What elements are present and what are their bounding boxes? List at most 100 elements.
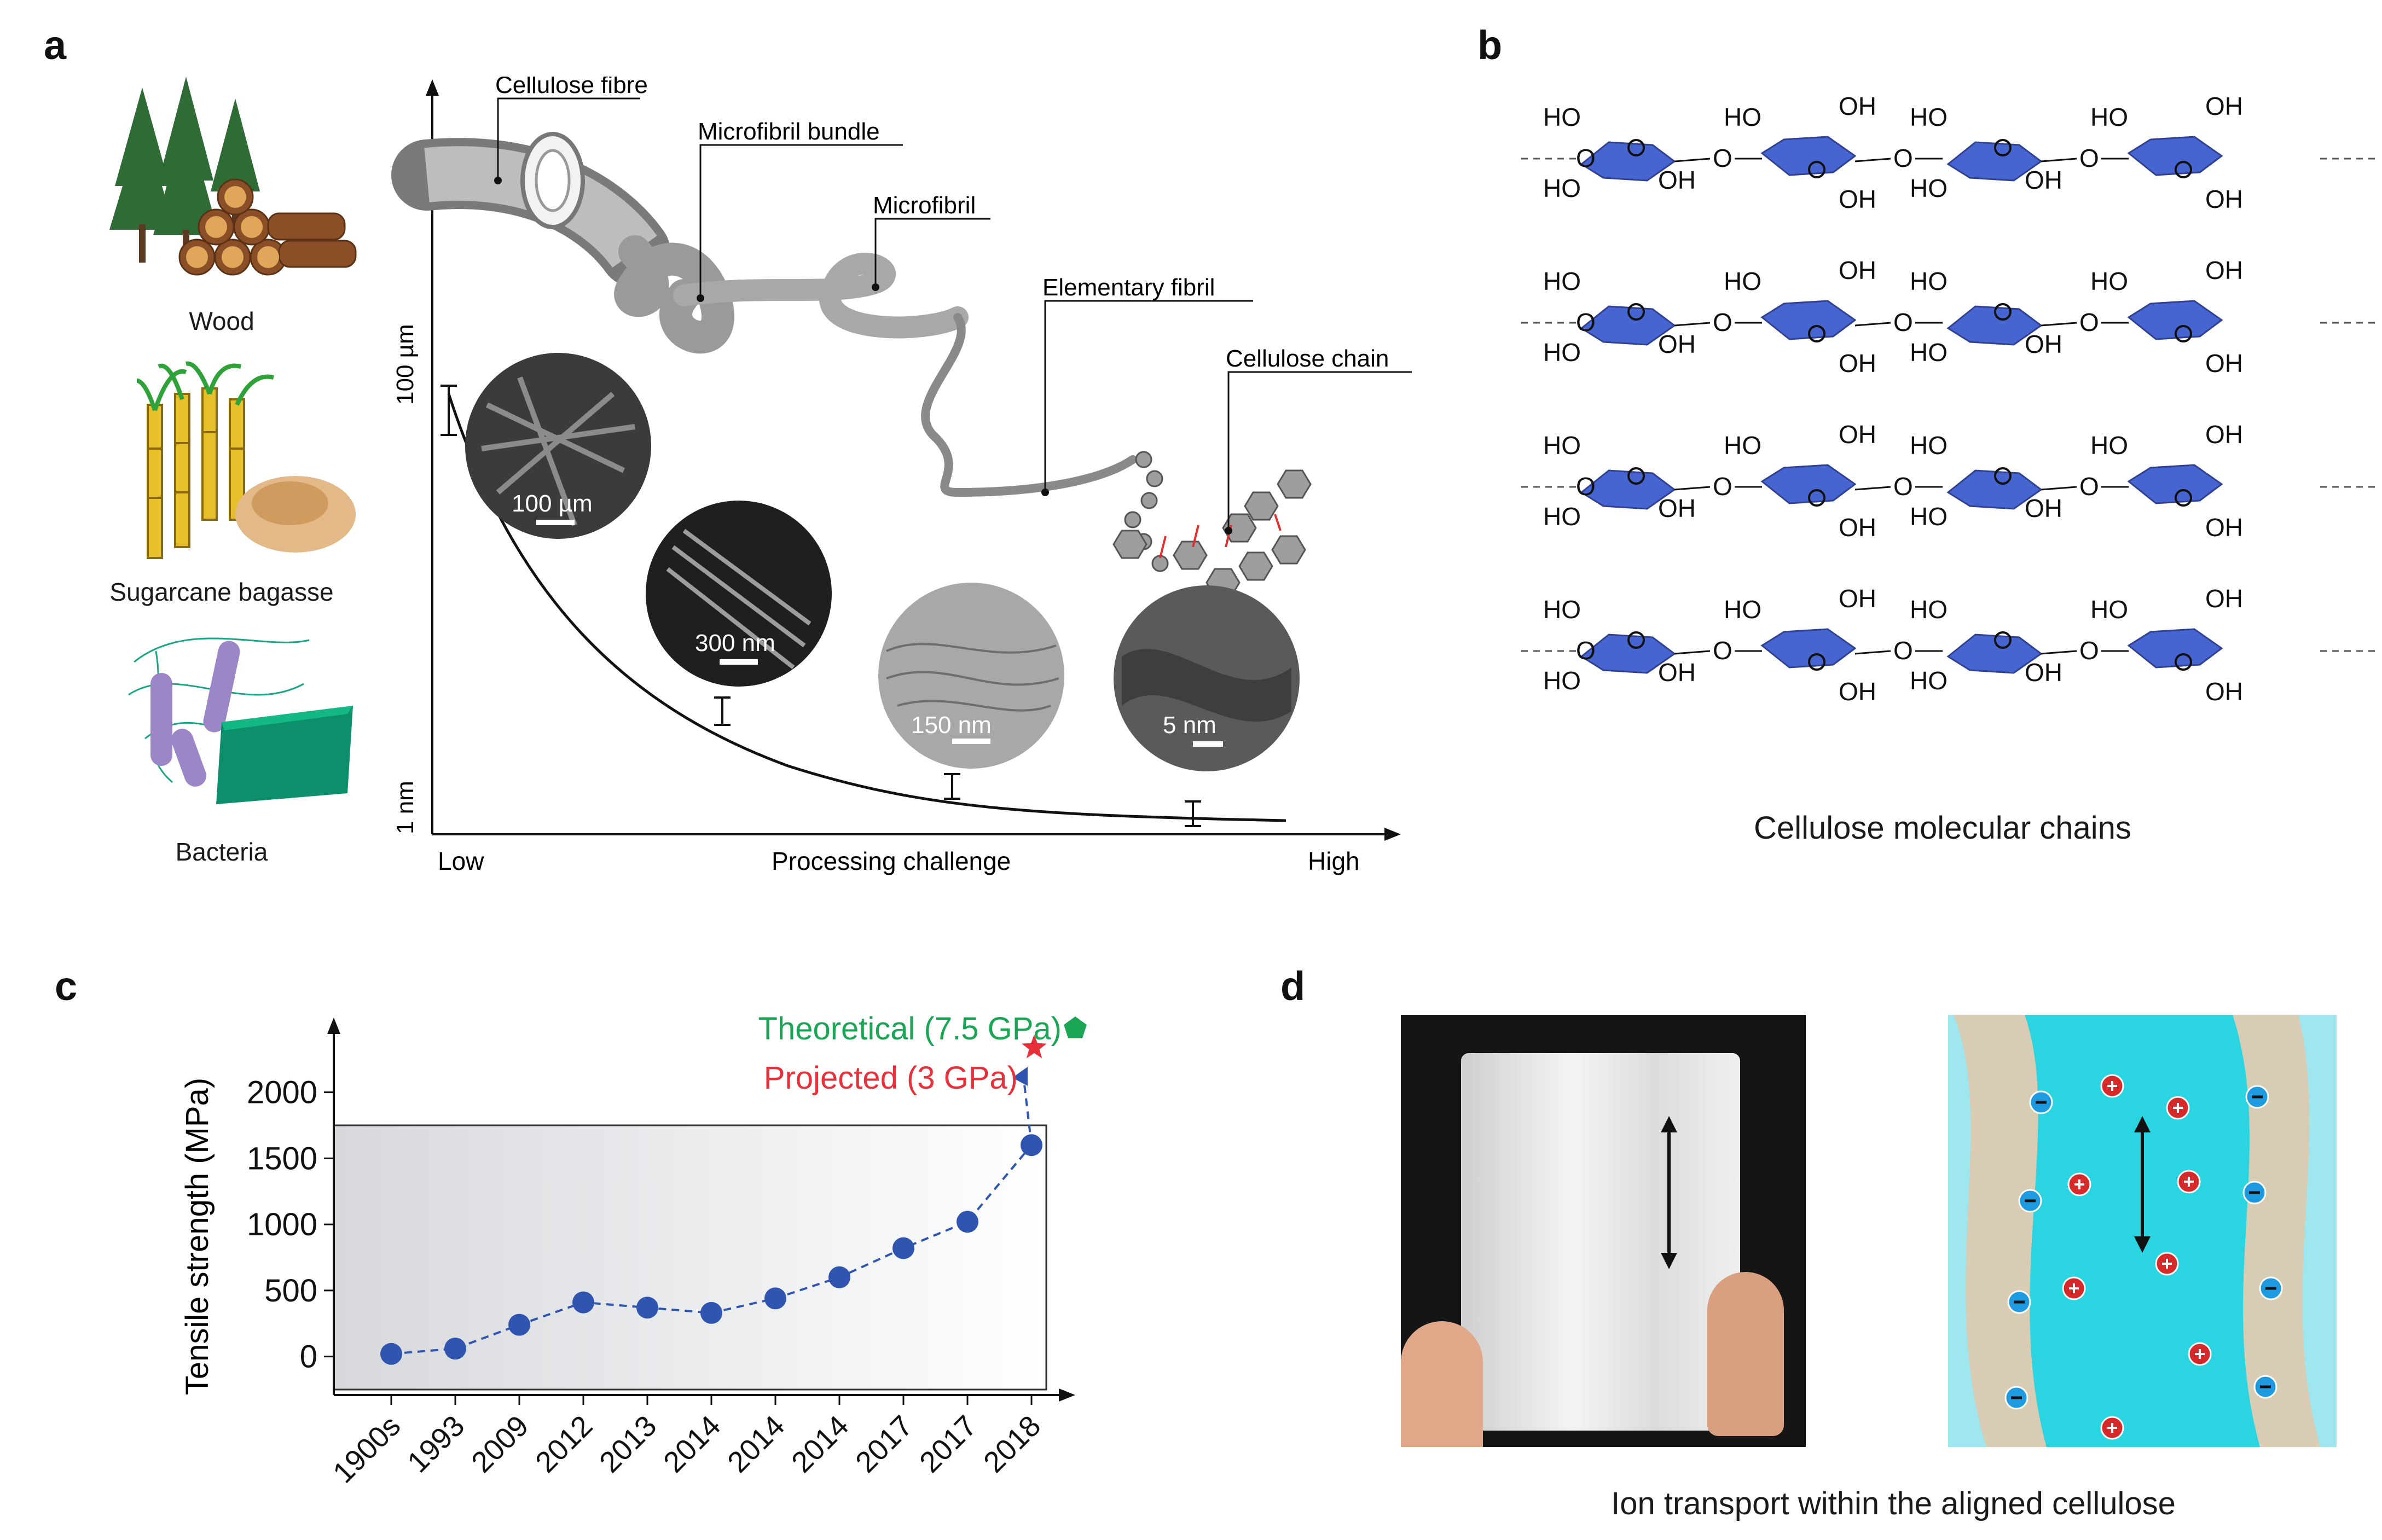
x-tick-label: 1993 [401, 1409, 471, 1479]
ring-oxygen [1627, 139, 1645, 156]
label-cellulose-fibre: Cellulose fibre [495, 77, 648, 98]
hydroxyl-label: OH [2025, 330, 2062, 358]
data-point [572, 1291, 594, 1314]
y-tick-label: 1500 [247, 1141, 317, 1176]
ring-oxygen [1808, 489, 1825, 507]
hydroxyl-label: OH [2205, 93, 2243, 120]
hydroxyl-label: OH [1839, 584, 1876, 613]
ring-oxygen [1627, 631, 1645, 649]
x-tick-label: 2017 [849, 1409, 919, 1479]
projected-star-icon [1022, 1035, 1047, 1059]
finger-left [1401, 1321, 1483, 1447]
ring-oxygen [1808, 325, 1825, 342]
hydroxyl-label: OH [2025, 658, 2062, 687]
hydroxyl-label: HO [1724, 103, 1761, 131]
hydroxyl-label: OH [2205, 349, 2243, 377]
hydroxyl-label: OH [2205, 256, 2243, 284]
x-tick-label: 1900s [327, 1409, 407, 1489]
wood-illustration [109, 77, 357, 276]
data-point [508, 1314, 530, 1336]
glucose-ring [2127, 464, 2223, 504]
x-tick-label: 2018 [977, 1409, 1047, 1479]
micrograph-300nm: 300 nm [646, 501, 832, 687]
data-point [700, 1301, 722, 1324]
ring-oxygen [1627, 303, 1645, 321]
hydroxyl-label: HO [2090, 431, 2128, 460]
x-axis-title: Processing challenge [772, 847, 1011, 875]
hydroxyl-label: HO [1724, 267, 1761, 295]
panel-letter-a: a [44, 22, 67, 68]
glycosidic-oxygen: O [2079, 144, 2099, 172]
data-point [828, 1266, 850, 1288]
ring-oxygen [1808, 653, 1825, 671]
hydroxyl-label: HO [1543, 267, 1581, 295]
fibre-left [1954, 1015, 2047, 1447]
y-tick-label: 2000 [247, 1075, 317, 1111]
hydroxyl-label: HO [1910, 338, 1948, 367]
theoretical-pentagon-icon [1064, 1016, 1087, 1038]
ring-oxygen [1994, 467, 2012, 485]
fibre-right [2233, 1015, 2320, 1447]
data-point [957, 1211, 978, 1233]
terminal-oxygen: O [1576, 472, 1596, 501]
ring-oxygen [1808, 161, 1825, 178]
hydroxyl-label: OH [2205, 420, 2243, 449]
glucose-ring [2127, 136, 2223, 176]
hydroxyl-label: OH [1839, 420, 1876, 449]
glucose-ring [1760, 300, 1857, 340]
hydroxyl-label: HO [1543, 174, 1581, 202]
glycosidic-oxygen: O [1713, 636, 1732, 665]
hydroxyl-label: HO [1910, 431, 1948, 460]
ring-oxygen [1994, 631, 2012, 649]
projection-line [1022, 1074, 1033, 1146]
sugarcane-illustration [137, 361, 356, 559]
panel-a-diagram: Cellulose fibre Microfibril bundle Micro… [391, 77, 1412, 875]
label-cellulose-chain: Cellulose chain [1226, 345, 1389, 372]
x-tick-label: 2014 [721, 1409, 791, 1479]
glycosidic-oxygen: O [2079, 472, 2099, 501]
glucose-ring [2127, 300, 2223, 340]
x-tick-label: 2014 [657, 1409, 727, 1479]
error-bars [441, 385, 1201, 827]
terminal-oxygen: O [1576, 144, 1596, 172]
hydroxyl-label: OH [1839, 349, 1876, 377]
hydroxyl-label: OH [2025, 166, 2062, 194]
hydroxyl-label: OH [2205, 677, 2243, 706]
hydroxyl-label: OH [1658, 166, 1696, 194]
micrograph-100um: 100 µm [465, 353, 651, 539]
scale-bar-5nm: 5 nm [1163, 712, 1216, 739]
hydroxyl-label: OH [1658, 494, 1696, 522]
microfibril-illustration [673, 252, 969, 339]
data-point [444, 1338, 466, 1360]
ring-oxygen [1994, 303, 2012, 321]
scale-bar-150nm: 150 nm [911, 712, 992, 739]
micrograph-5nm: 5 nm [1114, 585, 1300, 771]
panel-letter-c: c [55, 963, 78, 1009]
y-tick-label: 0 [300, 1339, 317, 1375]
hydroxyl-label: HO [1910, 267, 1948, 295]
data-point [380, 1343, 402, 1365]
hydroxyl-label: HO [1543, 103, 1581, 131]
y-tick-label: 1000 [247, 1207, 317, 1242]
y-tick-100um: 100 µm [392, 324, 419, 405]
hydroxyl-label: HO [1910, 174, 1948, 202]
hydroxyl-label: HO [2090, 267, 2128, 295]
x-label-low: Low [438, 847, 484, 875]
x-tick-label: 2014 [785, 1409, 855, 1479]
hydroxyl-label: HO [1543, 502, 1581, 531]
terminal-oxygen: O [1576, 308, 1596, 336]
y-tick-1nm: 1 nm [392, 781, 419, 834]
x-tick-label: 2012 [529, 1409, 599, 1479]
source-label-bacteria: Bacteria [175, 838, 268, 866]
hydrogen-bonds [1159, 514, 1282, 559]
microfibril-bundle-illustration [614, 235, 734, 354]
glycosidic-oxygen: O [1713, 472, 1732, 501]
cellulose-fibre-illustration [391, 132, 670, 287]
cellulose-sheet [1461, 1053, 1740, 1431]
glucose-ring [1760, 136, 1857, 176]
bacteria-illustration [128, 637, 353, 804]
hydroxyl-label: HO [1543, 595, 1581, 624]
ring-oxygen [1627, 467, 1645, 485]
leader-lines [497, 97, 1412, 531]
ring-oxygen [2175, 325, 2192, 342]
